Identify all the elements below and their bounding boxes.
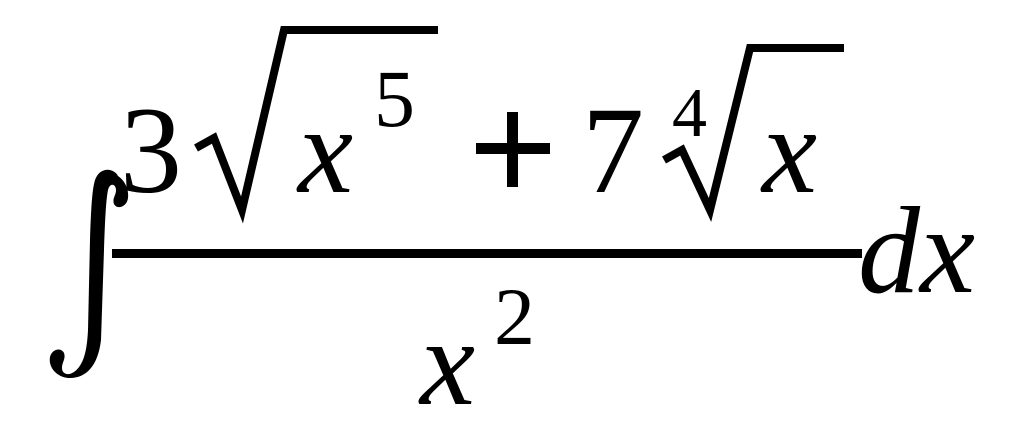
- denominator-base-x: x: [418, 294, 475, 431]
- square-root-sign: [194, 26, 438, 224]
- differential-dx: dx: [858, 182, 975, 319]
- integral-sign: [49, 169, 129, 378]
- denominator-exponent-2: 2: [494, 271, 535, 362]
- coefficient-3: 3: [120, 82, 182, 219]
- coefficient-7: 7: [582, 82, 644, 219]
- fraction-bar: [112, 249, 862, 258]
- root-index-4: 4: [672, 75, 707, 152]
- radicand-base-x: x: [296, 82, 353, 219]
- fourth-root-sign: [662, 44, 844, 222]
- radicand-exponent-5: 5: [374, 53, 415, 144]
- plus-operator: [476, 112, 550, 187]
- fourth-root-radicand-x: x: [760, 82, 817, 219]
